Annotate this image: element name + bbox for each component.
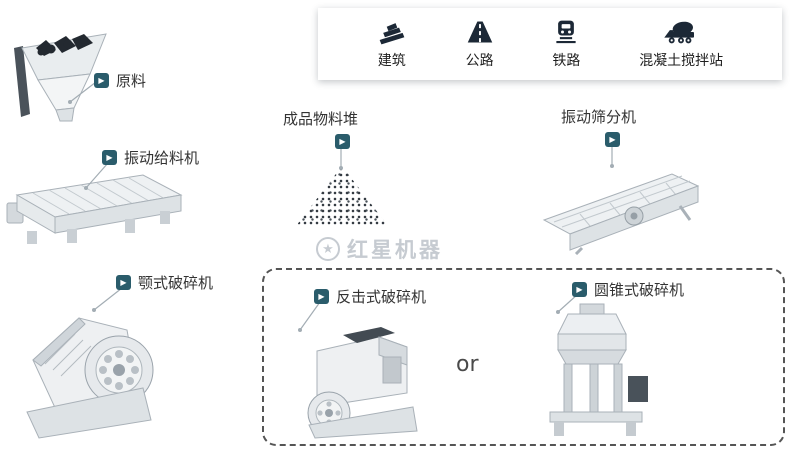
impact-crusher-illustration	[283, 325, 428, 440]
raw-material-hopper-illustration	[8, 28, 113, 123]
arrow-marker-icon: ▶	[572, 282, 587, 297]
building-icon	[377, 18, 407, 45]
callout-impact-crusher: ▶ 反击式破碎机	[314, 286, 426, 307]
railway-icon	[552, 18, 580, 45]
vibrating-feeder-label: 振动给料机	[124, 149, 200, 167]
callout-cone-crusher: ▶ 圆锥式破碎机	[572, 279, 684, 300]
cone-crusher-label: 圆锥式破碎机	[594, 281, 685, 299]
watermark-star-icon: ★	[316, 237, 340, 261]
applications-panel: 建筑 公路 铁路	[318, 8, 782, 80]
callout-vibrating-feeder: ▶ 振动给料机	[102, 147, 199, 168]
vibrating-screen-illustration	[540, 160, 710, 255]
arrow-marker-icon: ▶	[94, 73, 109, 88]
highway-icon	[466, 18, 494, 45]
cone-crusher-illustration	[528, 300, 663, 440]
watermark-text: 红星机器	[347, 238, 443, 262]
app-label-highway: 公路	[465, 53, 494, 69]
arrow-marker-icon: ▶	[116, 275, 131, 290]
vibrating-screen-label: 振动筛分机	[561, 108, 637, 126]
jaw-crusher-illustration	[15, 300, 175, 440]
watermark: ★ 红星机器	[316, 234, 443, 264]
app-item-highway: 公路	[466, 18, 494, 70]
app-item-concrete-plant: 混凝土搅拌站	[639, 18, 723, 70]
callout-jaw-crusher: ▶ 颚式破碎机	[116, 272, 213, 293]
app-label-railway: 铁路	[552, 53, 581, 69]
raw-material-label: 原料	[116, 72, 147, 90]
finished-material-pile-illustration	[296, 166, 388, 226]
app-label-construction: 建筑	[377, 53, 406, 69]
arrow-marker-icon: ▶	[335, 134, 350, 149]
callout-raw-material: ▶ 原料	[94, 70, 146, 91]
secondary-crusher-options-box	[262, 268, 785, 446]
vibrating-feeder-illustration	[5, 165, 190, 255]
jaw-crusher-label: 颚式破碎机	[138, 274, 214, 292]
app-label-concrete-plant: 混凝土搅拌站	[639, 53, 724, 69]
arrow-marker-icon: ▶	[102, 150, 117, 165]
finished-pile-label: 成品物料堆	[283, 110, 359, 128]
app-item-construction: 建筑	[377, 18, 407, 70]
callout-vibrating-screen: 振动筛分机 ▶	[561, 106, 636, 147]
app-item-railway: 铁路	[552, 18, 580, 70]
concrete-mixing-plant-icon	[662, 18, 700, 45]
arrow-marker-icon: ▶	[605, 132, 620, 147]
impact-crusher-label: 反击式破碎机	[336, 288, 427, 306]
callout-finished-pile: 成品物料堆 ▶	[283, 108, 358, 149]
or-label: or	[456, 352, 479, 377]
arrow-marker-icon: ▶	[314, 289, 329, 304]
